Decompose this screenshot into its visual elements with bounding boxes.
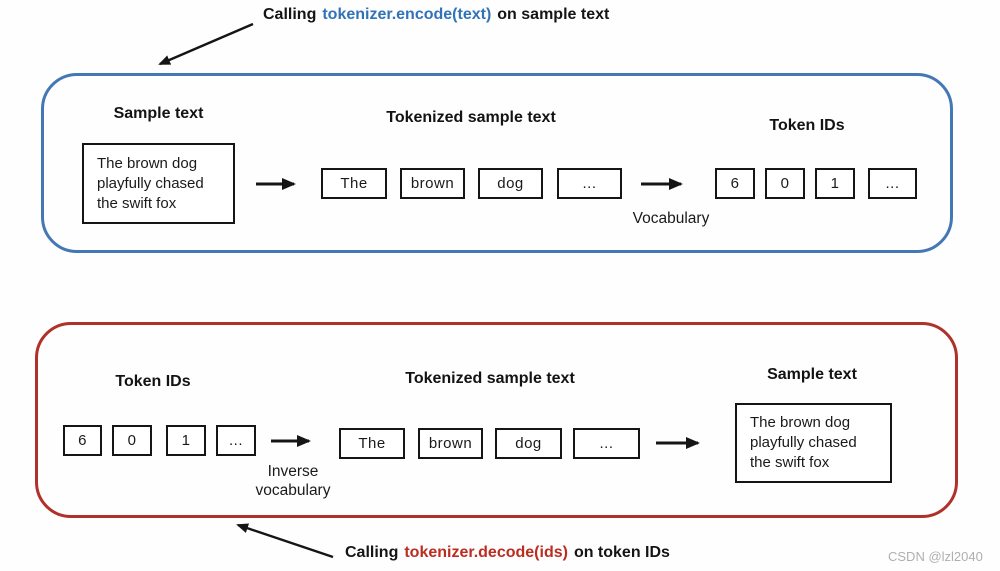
encode-sample-text-box: The brown dog playfully chased the swift… — [82, 143, 235, 224]
encode-ids-heading: Token IDs — [769, 117, 845, 134]
token-id-box: 0 — [765, 168, 805, 199]
decode-code-text: tokenizer.decode(ids) — [404, 544, 568, 561]
token-id-box: 0 — [112, 425, 152, 456]
csdn-watermark: CSDN @lzl2040 — [888, 549, 983, 564]
token-id-box: 6 — [715, 168, 755, 199]
sample-line: the swift fox — [97, 194, 177, 212]
decode-panel — [35, 322, 958, 518]
token-id-box: 6 — [63, 425, 102, 456]
sample-line: The brown dog — [97, 154, 198, 172]
inverse-label-line: Inverse — [267, 463, 319, 480]
encode-annotation-suffix: on sample text — [497, 6, 610, 23]
encode-annotation-arrow-icon — [158, 22, 254, 66]
token-box: ... — [573, 428, 640, 459]
decode-ids-heading: Token IDs — [115, 373, 191, 390]
inverse-label-line: vocabulary — [255, 482, 331, 499]
token-id-box: 1 — [166, 425, 206, 456]
token-box: dog — [478, 168, 543, 199]
token-id-box: ... — [216, 425, 256, 456]
encode-annotation-prefix: Calling — [263, 6, 317, 23]
token-id-box: ... — [868, 168, 917, 199]
decode-annotation-arrow-icon — [236, 523, 334, 559]
inverse-vocabulary-label: Inverse vocabulary — [233, 462, 353, 500]
token-box: dog — [495, 428, 562, 459]
decode-annotation: Calling tokenizer.decode(ids) on token IDs — [345, 544, 670, 562]
sample-line: playfully chased — [97, 174, 204, 192]
decode-annotation-prefix: Calling — [345, 544, 399, 561]
decode-sample-heading: Sample text — [767, 366, 857, 383]
sample-line: playfully chased — [750, 434, 857, 451]
vocabulary-label: Vocabulary — [632, 210, 710, 227]
sample-line: the swift fox — [750, 454, 830, 471]
token-box: brown — [400, 168, 465, 199]
encode-annotation: Calling tokenizer.encode(text) on sample t… — [263, 6, 609, 24]
decode-sample-text-box: The brown dog playfully chased the swift… — [735, 403, 892, 483]
token-box: The — [339, 428, 405, 459]
encode-tokenized-heading: Tokenized sample text — [386, 109, 556, 126]
token-id-box: 1 — [815, 168, 855, 199]
token-box: brown — [418, 428, 483, 459]
decode-tokenized-heading: Tokenized sample text — [405, 370, 575, 387]
token-box: ... — [557, 168, 622, 199]
encode-panel — [41, 73, 953, 253]
sample-line: The brown dog — [750, 414, 851, 431]
token-box: The — [321, 168, 387, 199]
encode-code-text: tokenizer.encode(text) — [322, 6, 492, 23]
decode-annotation-suffix: on token IDs — [573, 544, 670, 561]
encode-sample-heading: Sample text — [113, 105, 204, 122]
